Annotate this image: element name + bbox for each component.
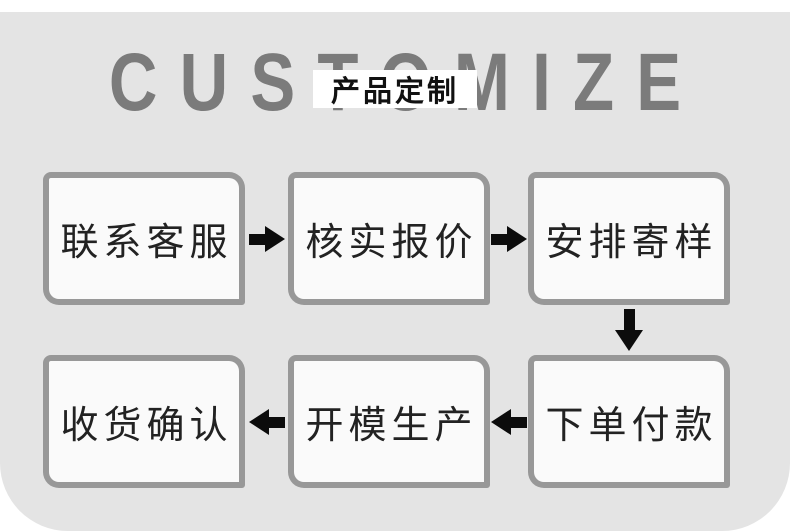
arrow-head: [507, 226, 527, 252]
arrow-tail: [269, 416, 285, 428]
flow-step-verify-quote: 核实报价: [288, 172, 490, 305]
arrow-left-icon: [249, 409, 285, 435]
flow-step-label: 联系客服: [60, 222, 233, 264]
flow-step-arrange-sample: 安排寄样: [528, 172, 730, 305]
arrow-head: [615, 330, 643, 351]
flow-step-receipt-confirm: 收货确认: [43, 355, 245, 488]
flow-step-label: 开模生产: [305, 405, 478, 447]
flow-step-place-order-pay: 下单付款: [528, 355, 730, 488]
arrow-down-icon: [615, 309, 643, 351]
arrow-head: [249, 409, 269, 435]
flow-step-label: 收货确认: [60, 405, 233, 447]
arrow-tail: [623, 309, 635, 330]
arrow-head: [265, 226, 285, 252]
flow-step-label: 安排寄样: [545, 222, 718, 264]
arrow-tail: [511, 416, 527, 428]
flow-step-label: 核实报价: [305, 222, 478, 264]
arrow-right-icon: [249, 226, 285, 252]
flow-step-mold-production: 开模生产: [288, 355, 490, 488]
flow-step-contact-service: 联系客服: [43, 172, 245, 305]
arrow-tail: [249, 233, 265, 245]
title-badge: 产品定制: [312, 70, 478, 108]
arrow-right-icon: [491, 226, 527, 252]
flow-step-label: 下单付款: [545, 405, 718, 447]
arrow-head: [491, 409, 511, 435]
arrow-tail: [491, 233, 507, 245]
arrow-left-icon: [491, 409, 527, 435]
